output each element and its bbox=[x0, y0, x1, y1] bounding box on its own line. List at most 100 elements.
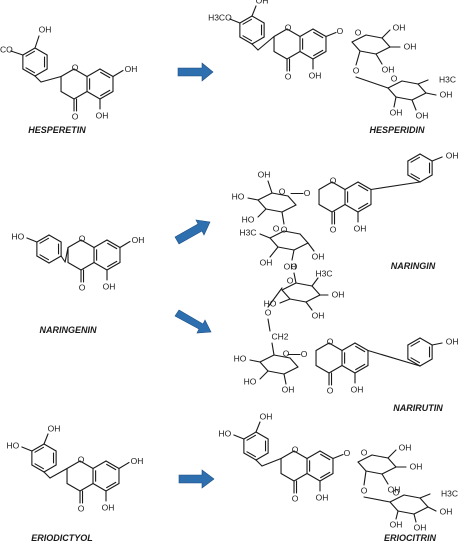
label-hesperidin: HESPERIDIN bbox=[369, 125, 425, 135]
bond bbox=[257, 208, 267, 218]
bond bbox=[73, 68, 88, 78]
atom-o: O bbox=[281, 224, 288, 234]
atom-o: O bbox=[79, 233, 86, 243]
atom-oh: OH bbox=[440, 89, 453, 99]
bond bbox=[419, 497, 429, 508]
atom-o: O bbox=[391, 73, 398, 83]
atom-oh: OH bbox=[312, 310, 325, 320]
bond bbox=[367, 349, 421, 367]
bond bbox=[407, 337, 421, 346]
bond bbox=[48, 255, 62, 264]
bond bbox=[387, 87, 397, 98]
bond bbox=[293, 472, 308, 482]
bond bbox=[79, 460, 94, 470]
bond bbox=[243, 431, 257, 440]
bond bbox=[246, 451, 257, 458]
bond bbox=[86, 68, 101, 78]
bond bbox=[107, 260, 118, 268]
atom-o: O bbox=[285, 22, 292, 32]
atom-oh: OH bbox=[48, 423, 61, 433]
atom-o: O bbox=[330, 224, 337, 234]
bond bbox=[22, 47, 36, 56]
atom-o: O bbox=[78, 503, 85, 513]
bond bbox=[25, 50, 36, 57]
atom-oh: OH bbox=[390, 519, 403, 529]
bond bbox=[358, 202, 369, 210]
bond bbox=[251, 36, 265, 45]
bond bbox=[281, 289, 291, 300]
bond bbox=[387, 80, 403, 89]
bond bbox=[359, 50, 377, 55]
bond bbox=[273, 50, 288, 60]
bond bbox=[341, 342, 356, 352]
bond bbox=[351, 41, 361, 52]
bond bbox=[344, 203, 359, 213]
atom-h3c: H3C bbox=[441, 488, 458, 498]
bond bbox=[407, 174, 421, 183]
bond bbox=[375, 53, 383, 65]
bond bbox=[425, 92, 437, 96]
bond bbox=[363, 470, 367, 486]
bond bbox=[257, 35, 275, 51]
atom-o: O bbox=[279, 186, 286, 196]
atom-oh: OH bbox=[388, 484, 401, 494]
bond bbox=[431, 342, 443, 346]
bond bbox=[355, 76, 389, 89]
atom-ho: HO bbox=[242, 214, 255, 224]
bond bbox=[413, 513, 417, 523]
atom-ho: HO bbox=[244, 376, 257, 386]
bond bbox=[92, 482, 107, 492]
atom-oh: OH bbox=[256, 0, 269, 5]
bond bbox=[106, 481, 117, 489]
atom-oh: OH bbox=[102, 502, 115, 512]
bond bbox=[22, 68, 36, 77]
atom-oh: OH bbox=[309, 70, 322, 80]
bond bbox=[299, 233, 309, 244]
bond bbox=[306, 472, 321, 482]
atom-o: O bbox=[301, 349, 308, 359]
atom-o: O bbox=[72, 62, 79, 72]
bond bbox=[306, 450, 321, 460]
bond bbox=[43, 464, 57, 473]
bond bbox=[332, 453, 344, 460]
bond bbox=[354, 342, 369, 352]
bond bbox=[381, 29, 391, 39]
bond bbox=[66, 482, 81, 492]
atom-ch2: CH2 bbox=[271, 331, 288, 341]
bond bbox=[427, 506, 437, 512]
bond bbox=[281, 282, 297, 291]
bond bbox=[328, 364, 343, 374]
bond bbox=[259, 361, 269, 372]
bond bbox=[431, 156, 443, 162]
arrow-eriodictyol-to-eriocitrin bbox=[178, 469, 215, 489]
bond bbox=[99, 68, 114, 78]
bond bbox=[118, 461, 130, 470]
bond bbox=[40, 75, 62, 83]
bond bbox=[86, 90, 101, 100]
bond bbox=[417, 79, 429, 85]
atom-oh: OH bbox=[354, 223, 367, 233]
label-eriodictyol: ERIODICTYOL bbox=[31, 533, 93, 543]
bond bbox=[277, 246, 295, 251]
bond bbox=[107, 242, 118, 250]
bond bbox=[357, 181, 372, 191]
atom-oh: OH bbox=[284, 261, 297, 271]
bond bbox=[36, 255, 50, 264]
bond bbox=[381, 473, 389, 485]
bond bbox=[269, 237, 279, 248]
bond bbox=[387, 457, 397, 468]
bond bbox=[246, 434, 257, 441]
atom-o: O bbox=[291, 261, 298, 271]
bond bbox=[64, 246, 69, 263]
atom-oh: OH bbox=[316, 492, 329, 502]
bond bbox=[419, 493, 431, 499]
bond bbox=[411, 99, 417, 111]
bond bbox=[251, 43, 259, 51]
bond bbox=[354, 364, 369, 374]
atom-oh: OH bbox=[39, 24, 52, 34]
atom-oh: OH bbox=[404, 41, 417, 51]
atom-oh: OH bbox=[312, 251, 325, 261]
bond bbox=[419, 153, 433, 162]
atom-o: O bbox=[285, 71, 292, 81]
bond bbox=[31, 443, 45, 452]
